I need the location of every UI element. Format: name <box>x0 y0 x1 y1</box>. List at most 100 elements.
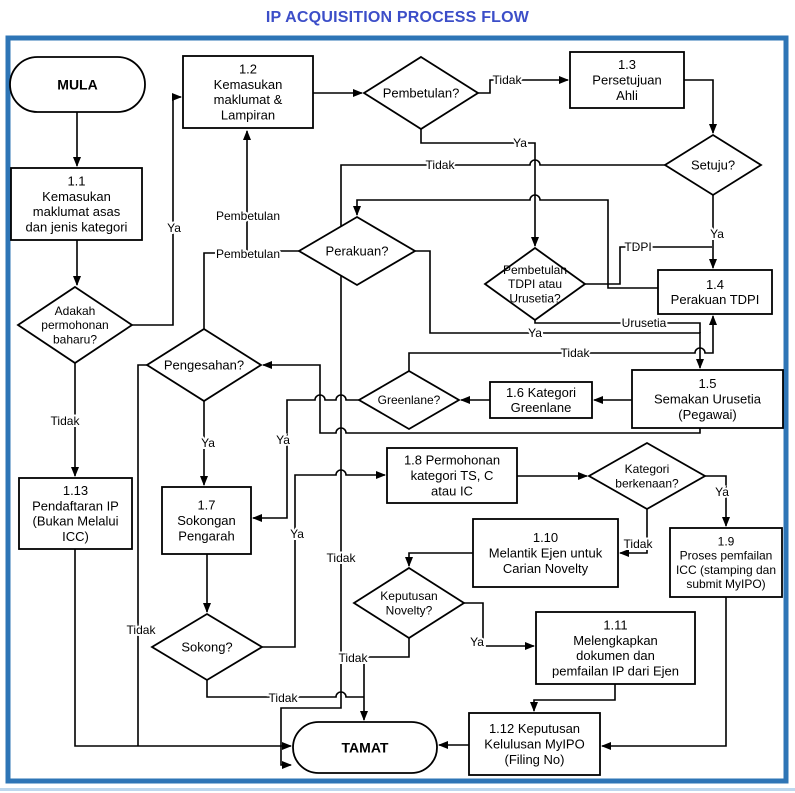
edge-label-tidak-16: Tidak <box>327 551 357 565</box>
edge-perakuan-pembetulan-to-1-2 <box>243 130 299 252</box>
edge-label-tidak-11: Tidak <box>561 346 591 360</box>
edge-label-ya-0: Ya <box>167 221 181 235</box>
edge-kategori-ya-to-1-9 <box>705 475 730 527</box>
chart-border <box>5 35 789 784</box>
kategori-diamond <box>587 441 707 511</box>
edge-1-13-to-tamat <box>74 549 292 750</box>
edge-label-ya-19: Ya <box>470 635 484 649</box>
edge-sokong-ya-to-1-8 <box>262 469 386 648</box>
edge-label-ya-13: Ya <box>201 436 215 450</box>
edge-label-ya-15: Ya <box>290 527 304 541</box>
sokong-diamond <box>150 612 264 682</box>
1-13-shape <box>18 477 133 550</box>
pembetulan-diamond <box>362 55 480 131</box>
edge-sokong-tidak-join <box>206 680 364 698</box>
node-perakuan: Perakuan? <box>297 215 417 287</box>
1-11-shape <box>535 611 696 685</box>
edge-label-ya-18: Ya <box>715 485 729 499</box>
node-pengesahan: Pengesahan? <box>145 327 263 403</box>
edge-greenlane-tidak-to-1-4 <box>408 315 717 371</box>
edge-1-4-to-perakuan <box>353 194 658 289</box>
sokong-label: Sokong? <box>181 640 232 655</box>
tamat-shape <box>292 721 438 774</box>
edge-kategori-tidak-to-1-10 <box>619 509 648 557</box>
edge-greenlane-ya-to-1-7 <box>252 394 359 522</box>
edge-label-tidak-17: Tidak <box>624 537 654 551</box>
edge-novelty-tidak-to-tamat <box>360 638 410 721</box>
setuju-label: Setuju? <box>691 158 735 173</box>
edge-pembetulan-tidak-to-1-3 <box>478 76 569 94</box>
node-mula: MULA <box>9 56 146 113</box>
edge-pengesahan-pembetulan-join <box>203 252 247 329</box>
node-pembetulan: Pembetulan? <box>362 55 480 131</box>
mula-shape <box>9 56 146 113</box>
1-2-shape <box>182 55 314 129</box>
edge-label-tidak-2: Tidak <box>493 73 523 87</box>
edge-setuju-tidak-to-tamat <box>280 159 665 769</box>
page-title: IP ACQUISITION PROCESS FLOW <box>265 9 530 26</box>
novelty-diamond <box>352 566 466 640</box>
edge-novelty-ya-to-1-11 <box>464 602 535 650</box>
edge-label-tidak-14: Tidak <box>127 623 157 637</box>
pembetulan-label: Pembetulan? <box>383 86 460 101</box>
edge-label-ya-9: Ya <box>528 326 542 340</box>
edge-label-ya-3: Ya <box>513 136 527 150</box>
perakuan-label: Perakuan? <box>326 244 389 259</box>
edge-urusetia-branch-to-1-5 <box>534 320 701 333</box>
edge-1-11-to-1-12 <box>530 684 616 712</box>
edge-label-tidak-4: Tidak <box>426 158 456 172</box>
chart-border-accent <box>0 788 795 791</box>
edge-1-9-to-1-12 <box>601 597 727 750</box>
setuju-diamond <box>663 133 763 197</box>
1-6-shape <box>489 381 593 419</box>
edge-label-pembetulan-8: Pembetulan <box>216 247 280 261</box>
edge-pengesahan-tidak-join <box>137 364 147 746</box>
1-8-shape <box>386 447 518 504</box>
edge-label-tidak-20: Tidak <box>339 651 369 665</box>
1-7-shape <box>161 486 252 555</box>
mula-label: MULA <box>57 76 97 92</box>
edge-tdpi-branch-to-1-4 <box>585 246 712 285</box>
pengesahan-diamond <box>145 327 263 403</box>
pengesahan-label: Pengesahan? <box>164 358 244 373</box>
node-tamat: TAMAT <box>292 721 438 774</box>
1-5-shape <box>631 369 784 429</box>
edge-1-3-to-setuju <box>684 79 717 134</box>
greenlane-label: Greenlane? <box>378 393 441 407</box>
edge-label-ya-5: Ya <box>710 227 724 241</box>
edge-label-tidak-1: Tidak <box>51 414 81 428</box>
node-greenlane: Greenlane? <box>357 369 461 431</box>
edge-label-tidak-21: Tidak <box>269 691 299 705</box>
1-3-shape <box>569 51 685 109</box>
node-setuju: Setuju? <box>663 133 763 197</box>
